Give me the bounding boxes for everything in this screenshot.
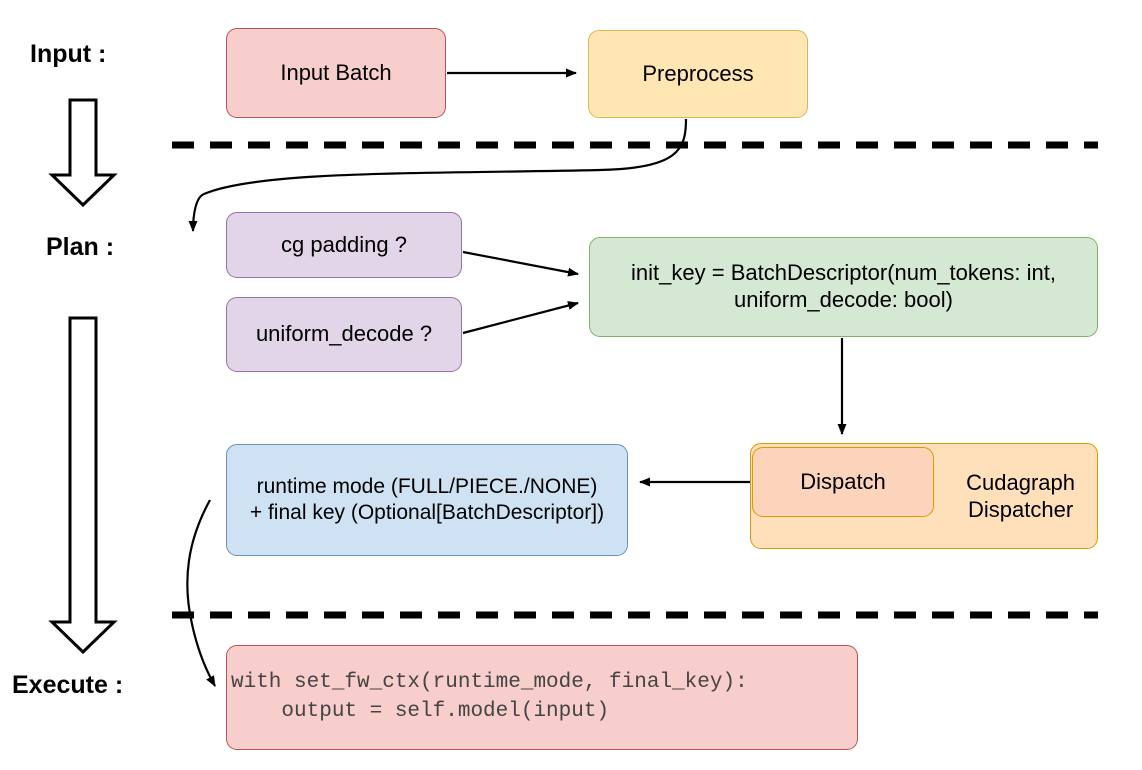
stage-label-execute: Execute : xyxy=(12,671,124,699)
node-init-key[interactable]: init_key = BatchDescriptor(num_tokens: i… xyxy=(589,237,1098,337)
edge-cg-padding-to-init-key xyxy=(462,250,579,277)
node-dispatch[interactable]: Dispatch xyxy=(752,447,934,517)
node-preprocess[interactable]: Preprocess xyxy=(588,30,808,118)
node-runtime-mode[interactable]: runtime mode (FULL/PIECE./NONE) + final … xyxy=(226,444,628,556)
block-arrow-input-to-plan xyxy=(48,98,118,208)
block-arrow-plan-to-execute xyxy=(48,316,118,655)
stage-label-input: Input : xyxy=(30,40,107,68)
edge-runtime-mode-to-code-block xyxy=(186,499,216,687)
node-code-block[interactable]: with set_fw_ctx(runtime_mode, final_key)… xyxy=(226,645,858,750)
node-uniform-decode[interactable]: uniform_decode ? xyxy=(226,297,462,372)
node-cg-padding[interactable]: cg padding ? xyxy=(226,212,462,278)
stage-label-plan: Plan : xyxy=(46,233,115,261)
edge-uniform-decode-to-init-key xyxy=(462,301,579,335)
node-input-batch[interactable]: Input Batch xyxy=(226,28,446,118)
